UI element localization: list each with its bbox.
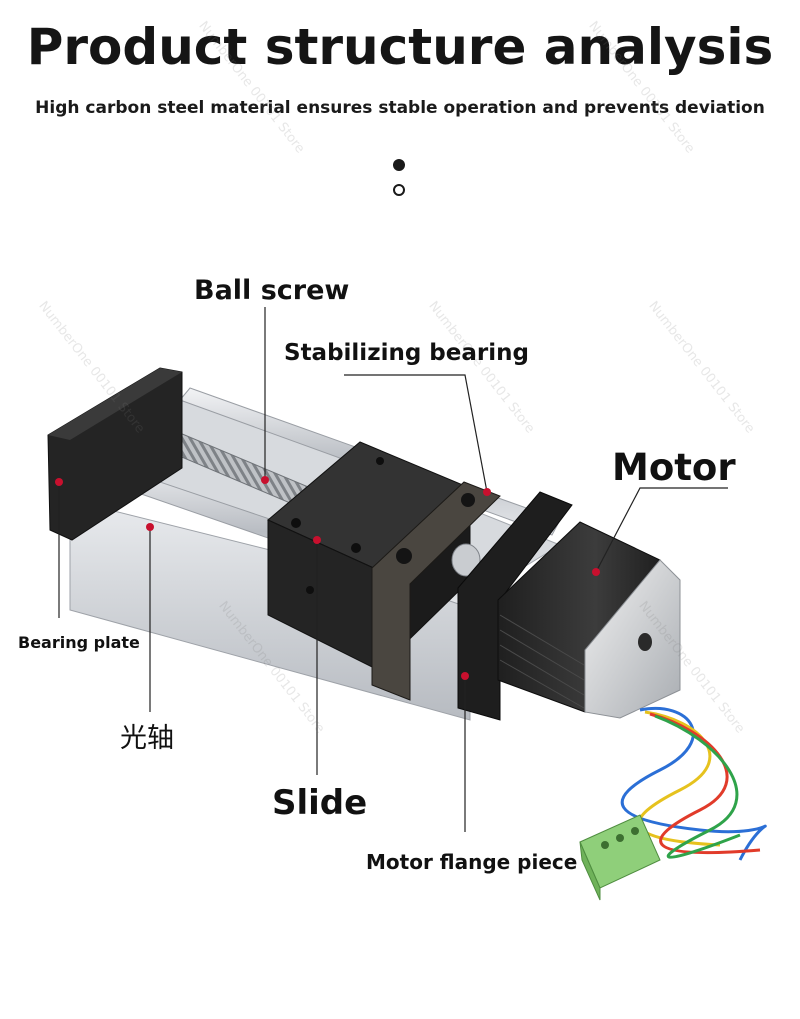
label-ball-screw: Ball screw — [194, 275, 350, 306]
label-slide: Slide — [272, 783, 368, 823]
page-title: Product structure analysis — [26, 18, 774, 76]
label-motor: Motor — [612, 446, 736, 489]
callout-dot-motor-flange — [461, 672, 469, 680]
callout-dot-ball-screw — [261, 476, 269, 484]
label-optical-shaft: 光轴 — [120, 723, 174, 754]
terminal-connector — [579, 814, 661, 901]
callout-dot-optical-shaft — [146, 523, 154, 531]
callout-dot-motor — [592, 568, 600, 576]
callout-dot-stabilizing-bearing — [483, 488, 491, 496]
label-motor-flange: Motor flange piece — [366, 850, 578, 874]
callout-dot-bearing-plate — [55, 478, 63, 486]
stabilizing-bearing — [371, 481, 501, 701]
callout-dot-slide — [313, 536, 321, 544]
label-bearing-plate: Bearing plate — [18, 633, 140, 652]
carousel-dot[interactable] — [393, 184, 405, 196]
motor-end-cap — [584, 559, 681, 719]
carousel-dot-active[interactable] — [393, 159, 405, 171]
label-stabilizing-bearing: Stabilizing bearing — [284, 340, 529, 366]
page-subtitle: High carbon steel material ensures stabl… — [35, 98, 765, 118]
